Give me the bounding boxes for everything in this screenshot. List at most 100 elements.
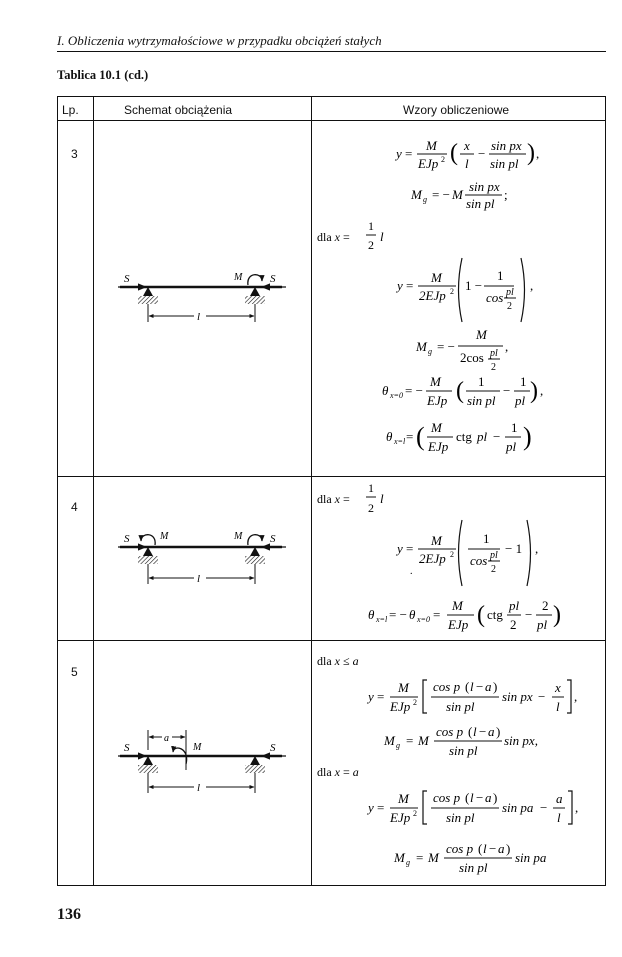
svg-text:x=0: x=0 — [389, 391, 403, 400]
svg-text:M: M — [417, 733, 430, 748]
svg-text:2: 2 — [368, 238, 374, 252]
svg-text:2: 2 — [441, 155, 445, 164]
row5-l-label: l — [197, 782, 200, 794]
svg-text:g: g — [396, 741, 400, 750]
row-4-lp: 4 — [71, 500, 78, 514]
svg-text:1: 1 — [520, 374, 527, 389]
condition-row-5-a: dla x ≤ a — [317, 654, 359, 668]
svg-text:EJp: EJp — [447, 617, 469, 632]
svg-text:(: ( — [478, 841, 482, 856]
svg-text:): ) — [523, 422, 532, 451]
svg-text:M: M — [393, 850, 406, 865]
row5-m-label: M — [192, 742, 202, 753]
svg-text:g: g — [428, 347, 432, 356]
svg-text:,: , — [530, 278, 533, 293]
svg-text:M: M — [410, 187, 423, 202]
row3-l-label: l — [197, 311, 200, 323]
svg-text:=: = — [406, 541, 413, 556]
svg-text:pl: pl — [514, 393, 526, 408]
running-header: I. Obliczenia wytrzymałościowe w przypad… — [57, 33, 382, 48]
svg-text:θ: θ — [386, 429, 393, 444]
svg-text:M: M — [475, 327, 488, 342]
svg-text:dla x =: dla x = — [317, 492, 350, 506]
svg-text:M: M — [425, 138, 438, 153]
svg-text:x=l: x=l — [375, 615, 388, 624]
svg-text:2: 2 — [507, 301, 512, 312]
svg-text:M: M — [430, 270, 443, 285]
svg-text:pl: pl — [489, 550, 498, 561]
svg-text:M: M — [430, 533, 443, 548]
svg-text:M: M — [397, 680, 410, 695]
page-number: 136 — [57, 906, 81, 923]
svg-text:a: a — [485, 790, 492, 805]
svg-text:l: l — [557, 810, 561, 825]
svg-text:a: a — [488, 724, 495, 739]
svg-text:1: 1 — [511, 420, 518, 435]
row-5-lp: 5 — [71, 665, 78, 679]
svg-text:sin pl: sin pl — [490, 156, 519, 171]
svg-text:M: M — [451, 598, 464, 613]
col-header-schemat: Schemat obciążenia — [124, 103, 233, 117]
formula-table: Lp. Schemat obciążenia Wzory obliczeniow… — [57, 96, 606, 886]
svg-text:,: , — [535, 541, 538, 556]
svg-text:EJp: EJp — [426, 393, 448, 408]
svg-text:=: = — [416, 850, 423, 865]
svg-text:= −: = − — [432, 187, 450, 202]
svg-text:=: = — [377, 800, 384, 815]
svg-text:sin pl: sin pl — [446, 699, 475, 714]
svg-text:=: = — [406, 429, 413, 444]
svg-text:1: 1 — [368, 481, 374, 495]
svg-text:sin px: sin px — [502, 689, 533, 704]
svg-text:=: = — [433, 607, 440, 622]
svg-text:x=0: x=0 — [416, 615, 430, 624]
svg-text:,: , — [540, 383, 543, 398]
row4-m-right-label: M — [233, 531, 243, 542]
svg-text:sin pa: sin pa — [515, 850, 547, 865]
svg-text:x: x — [463, 138, 470, 153]
row5-s-left: S — [124, 742, 130, 754]
svg-text:sin pl: sin pl — [466, 196, 495, 211]
svg-text:): ) — [527, 140, 535, 166]
svg-text:M: M — [397, 791, 410, 806]
svg-text:EJp: EJp — [389, 810, 411, 825]
svg-text:x: x — [554, 680, 561, 695]
svg-text:): ) — [506, 841, 510, 856]
svg-text:EJp: EJp — [427, 439, 449, 454]
svg-text:pl: pl — [489, 348, 498, 359]
svg-text:−: − — [476, 679, 483, 694]
svg-text:M: M — [415, 339, 428, 354]
svg-text:cos p: cos p — [436, 724, 464, 739]
svg-text:pl: pl — [508, 598, 520, 613]
svg-text:,: , — [575, 800, 578, 815]
header-rule — [57, 51, 606, 52]
svg-text:y: y — [395, 278, 403, 293]
svg-text:2: 2 — [450, 287, 454, 296]
col-divider-1 — [93, 97, 94, 885]
row4-s-right: S — [270, 533, 276, 545]
diagram-row-4: S S M M l — [118, 531, 286, 585]
svg-text:y: y — [366, 689, 374, 704]
svg-text:M: M — [451, 187, 464, 202]
svg-text:2EJp: 2EJp — [419, 551, 446, 566]
row3-s-left: S — [124, 273, 130, 285]
svg-text:cos: cos — [486, 290, 503, 305]
svg-text:θ: θ — [382, 383, 389, 398]
svg-text:−: − — [489, 841, 496, 856]
svg-text:sin px,: sin px, — [504, 733, 538, 748]
svg-text:2: 2 — [491, 564, 496, 575]
diagram-row-5: S S M a l — [118, 730, 286, 794]
svg-text:dla x =: dla x = — [317, 230, 350, 244]
svg-text:y: y — [395, 541, 403, 556]
svg-text:(: ( — [465, 679, 469, 694]
svg-text:EJp: EJp — [389, 699, 411, 714]
svg-text:(: ( — [477, 602, 485, 628]
svg-text:(: ( — [465, 790, 469, 805]
